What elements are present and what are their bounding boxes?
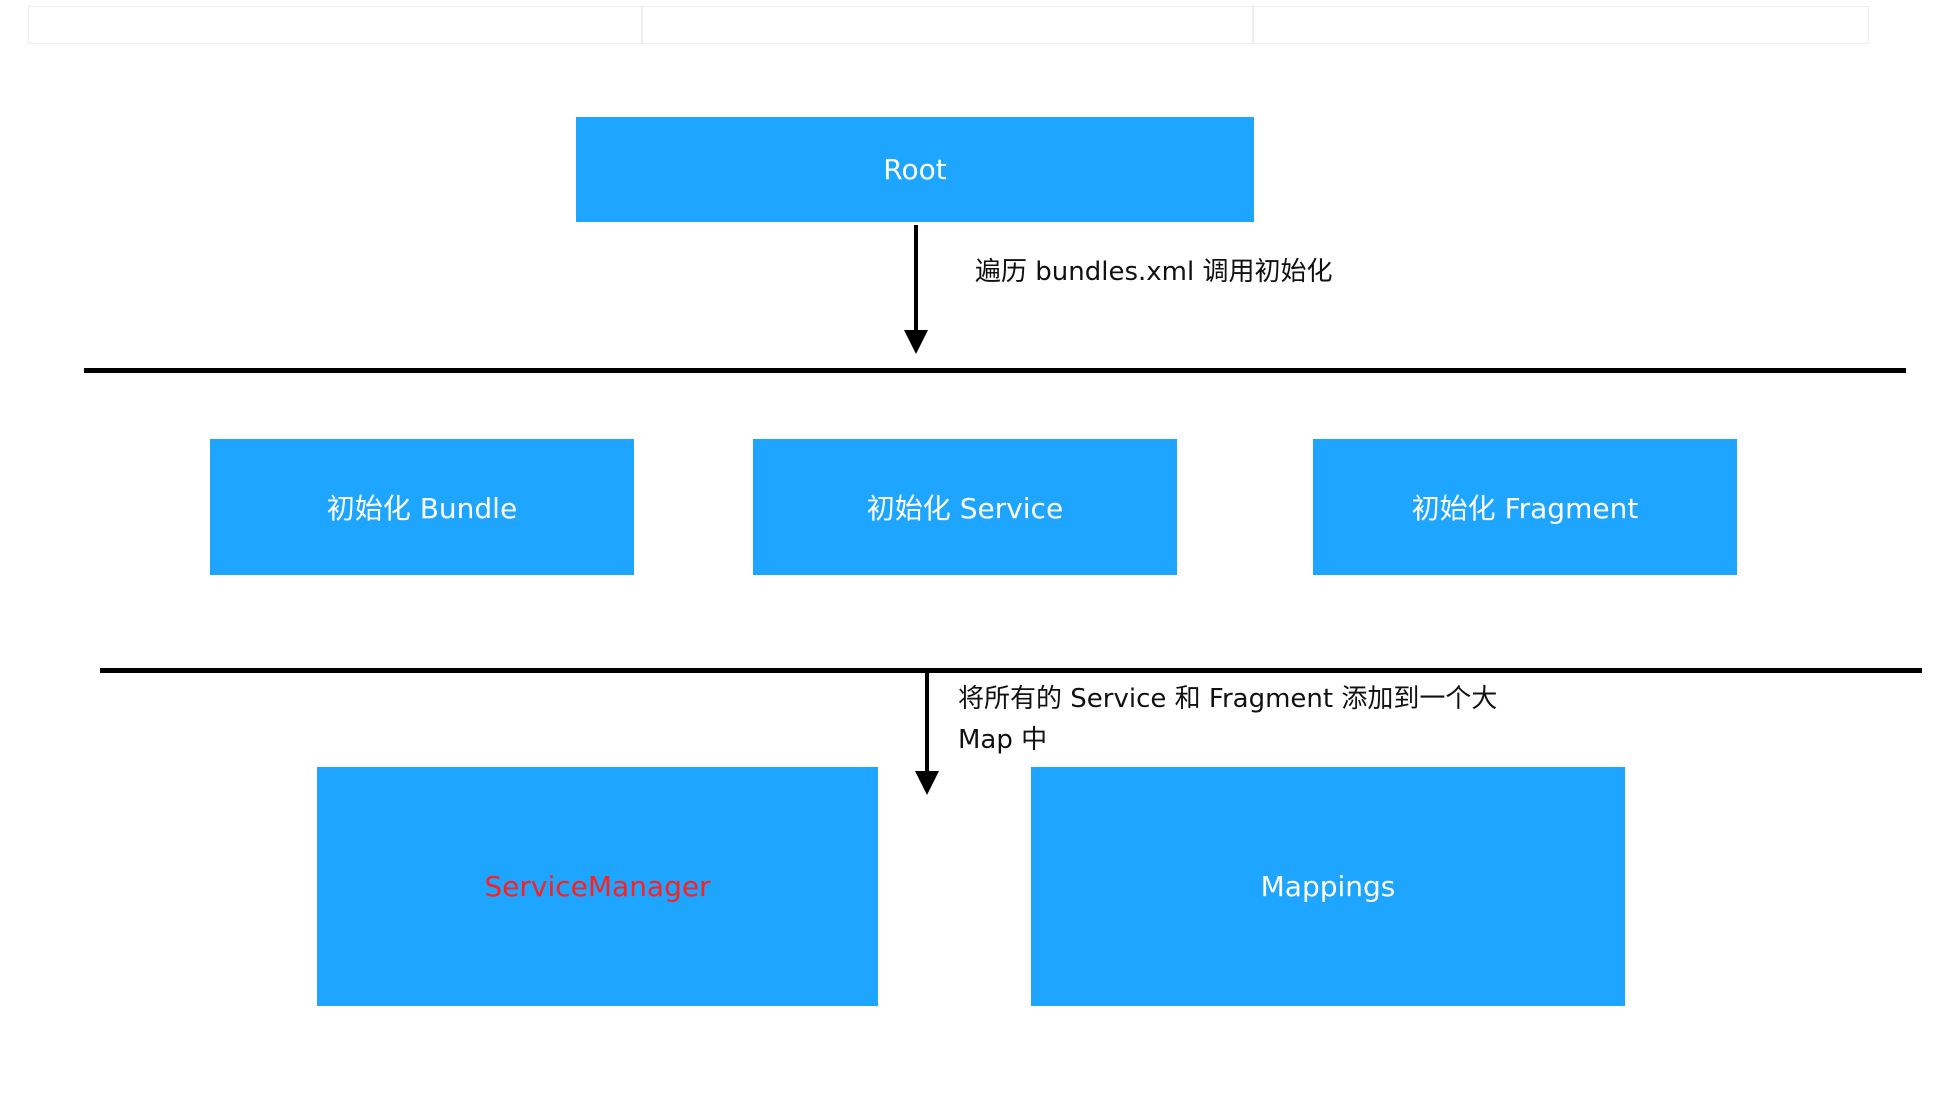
- init-fragment-box: 初始化 Fragment: [1313, 439, 1737, 575]
- top-grid-cell-3: [1253, 6, 1869, 44]
- separator-line-bottom: [100, 668, 1922, 673]
- top-grid-cell-2: [642, 6, 1253, 44]
- root-box-label: Root: [883, 153, 947, 186]
- traverse-arrowhead: [904, 330, 928, 354]
- map-annotation-line-2: Map 中: [958, 725, 1048, 755]
- init-service-label: 初始化 Service: [866, 492, 1064, 525]
- service-manager-box: ServiceManager: [317, 767, 878, 1006]
- map-arrowhead: [915, 771, 939, 795]
- init-bundle-box: 初始化 Bundle: [210, 439, 634, 575]
- service-manager-label: ServiceManager: [484, 870, 711, 903]
- traverse-annotation: 遍历 bundles.xml 调用初始化: [975, 257, 1333, 287]
- map-arrow-shaft: [925, 673, 929, 773]
- init-fragment-label: 初始化 Fragment: [1411, 492, 1639, 525]
- top-grid-cell-1: [28, 6, 642, 44]
- traverse-arrow-shaft: [914, 225, 918, 333]
- map-annotation-line-1: 将所有的 Service 和 Fragment 添加到一个大: [958, 684, 1498, 714]
- init-bundle-label: 初始化 Bundle: [326, 492, 518, 525]
- init-service-box: 初始化 Service: [753, 439, 1177, 575]
- mappings-box: Mappings: [1031, 767, 1625, 1006]
- separator-line-top: [84, 368, 1906, 373]
- root-box: Root: [576, 117, 1254, 222]
- mappings-label: Mappings: [1260, 870, 1396, 903]
